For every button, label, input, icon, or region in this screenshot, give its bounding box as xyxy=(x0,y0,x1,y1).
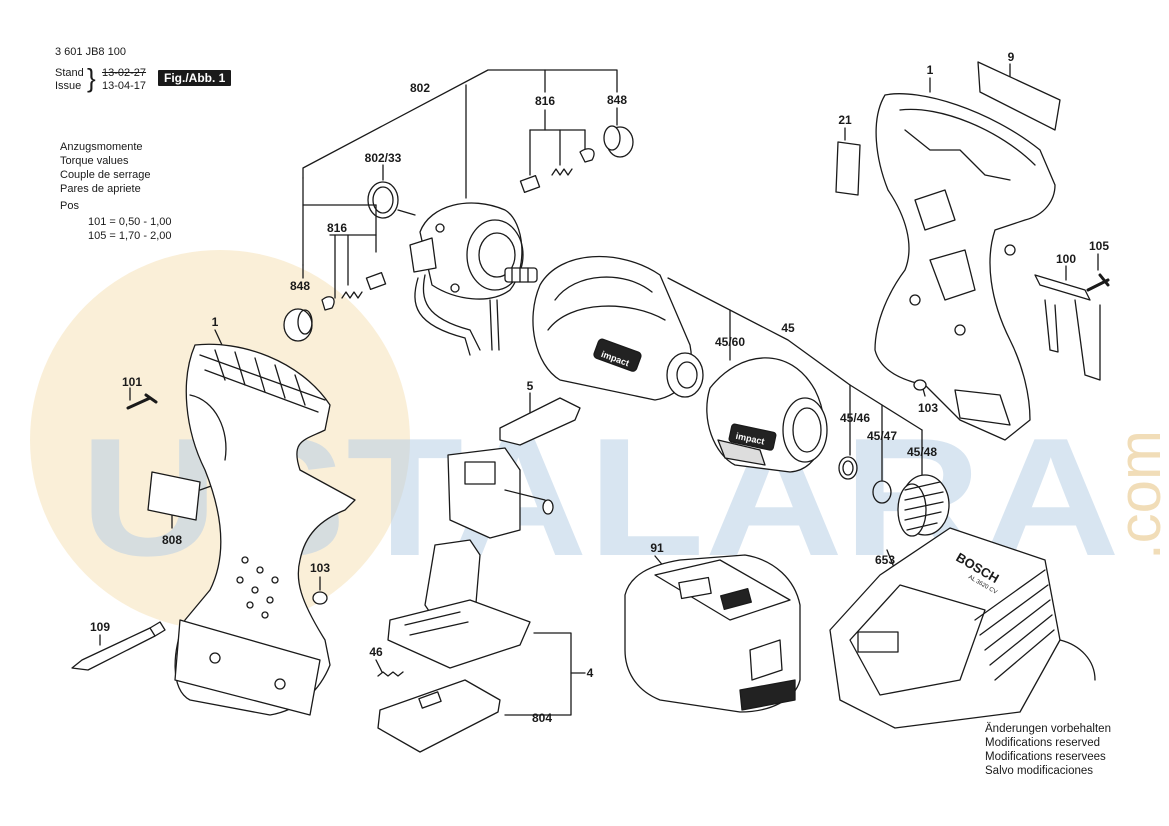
callout-1: 1 xyxy=(926,63,934,77)
leader-802-33-b xyxy=(397,209,416,216)
label-808 xyxy=(147,471,201,521)
callout-802-33: 802/33 xyxy=(364,151,402,165)
torque-line: Couple de serrage xyxy=(60,169,151,181)
sleeve-45-48 xyxy=(897,474,950,537)
callout-4: 4 xyxy=(586,666,594,680)
callout-5: 5 xyxy=(526,379,534,393)
callout-45-47: 45/47 xyxy=(866,429,898,443)
callout-103: 103 xyxy=(309,561,331,575)
nut-103-left xyxy=(312,591,328,605)
callout-45: 45 xyxy=(781,321,795,335)
battery-91 xyxy=(624,554,801,713)
leader-lines xyxy=(99,63,1099,716)
front-cover-part: impact xyxy=(706,357,828,473)
brush-set-top xyxy=(519,148,595,194)
leader-45 xyxy=(667,277,923,431)
date-new: 13-04-17 xyxy=(102,80,147,92)
contact-plate-804 xyxy=(377,679,501,753)
gearbox-part: impact xyxy=(532,255,704,401)
note-line: Salvo modificaciones xyxy=(985,765,1094,777)
screw-101 xyxy=(126,393,158,410)
callout-91: 91 xyxy=(650,541,664,555)
callout-816: 816 xyxy=(326,221,348,235)
note-line: Modifications reserved xyxy=(985,737,1101,749)
callout-45-48: 45/48 xyxy=(906,445,938,459)
label-9 xyxy=(977,61,1061,131)
screw-105 xyxy=(1086,273,1110,292)
figure-label: Fig./Abb. 1 xyxy=(158,70,232,86)
housing-right-half xyxy=(874,93,1056,441)
switch-cover-5 xyxy=(499,397,581,446)
cap-848-top xyxy=(603,125,634,158)
note-line: Modifications reservees xyxy=(985,751,1106,763)
callout-1: 1 xyxy=(211,315,219,329)
callout-103: 103 xyxy=(917,401,939,415)
callout-101: 101 xyxy=(121,375,143,389)
charger-653: BOSCH AL 3620 CV xyxy=(829,527,1096,729)
torque-block: Anzugsmomente Torque values Couple de se… xyxy=(60,140,171,243)
leader-46 xyxy=(375,659,383,673)
leader-653 xyxy=(886,549,894,566)
callout-808: 808 xyxy=(161,533,183,547)
leader-802 xyxy=(302,69,618,179)
nut-103-right xyxy=(913,379,927,391)
torque-line: Anzugsmomente xyxy=(60,141,143,153)
stand-label: Stand xyxy=(55,67,84,79)
callout-100: 100 xyxy=(1055,252,1077,266)
callout-109: 109 xyxy=(89,620,111,634)
belt-clip-100 xyxy=(1034,274,1101,381)
leader-4 xyxy=(504,632,572,716)
housing-left-half xyxy=(174,343,356,716)
notes-block: Änderungen vorbehalten Modifications res… xyxy=(985,722,1111,778)
date-old: 13-02-27 xyxy=(102,67,147,79)
brace-icon: } xyxy=(87,63,96,93)
note-line: Änderungen vorbehalten xyxy=(985,723,1111,735)
issue-label: Issue xyxy=(55,80,82,92)
cap-848-left xyxy=(283,308,313,342)
washer-802-33 xyxy=(367,181,399,219)
brush-set-left xyxy=(321,271,387,311)
spring-46 xyxy=(377,671,404,677)
torque-line: Torque values xyxy=(60,155,129,167)
callout-816: 816 xyxy=(534,94,556,108)
ring-45-46 xyxy=(838,456,858,480)
callout-45-60: 45/60 xyxy=(714,335,746,349)
pos-label: Pos xyxy=(60,200,79,212)
callout-804: 804 xyxy=(531,711,553,725)
callout-802: 802 xyxy=(409,81,431,95)
leader-1-left xyxy=(214,329,223,346)
callout-105: 105 xyxy=(1088,239,1110,253)
callout-848: 848 xyxy=(289,279,311,293)
battery-contact-4 xyxy=(387,539,531,669)
callout-653: 653 xyxy=(874,553,896,567)
label-21 xyxy=(835,141,861,196)
part-number: 3 601 JB8 100 xyxy=(55,46,126,58)
callout-9: 9 xyxy=(1007,50,1015,64)
torque-value: 105 = 1,70 - 2,00 xyxy=(88,230,172,242)
torque-value: 101 = 0,50 - 1,00 xyxy=(88,216,172,228)
motor-part xyxy=(409,202,538,356)
callout-21: 21 xyxy=(838,113,852,127)
callout-848: 848 xyxy=(606,93,628,107)
switch-module xyxy=(447,447,554,539)
ring-45-47 xyxy=(872,480,892,504)
watermark-suffix: .com xyxy=(1106,430,1169,560)
bit-109 xyxy=(71,621,166,671)
torque-line: Pares de apriete xyxy=(60,183,141,195)
callout-45-46: 45/46 xyxy=(839,411,871,425)
callout-46: 46 xyxy=(369,645,383,659)
